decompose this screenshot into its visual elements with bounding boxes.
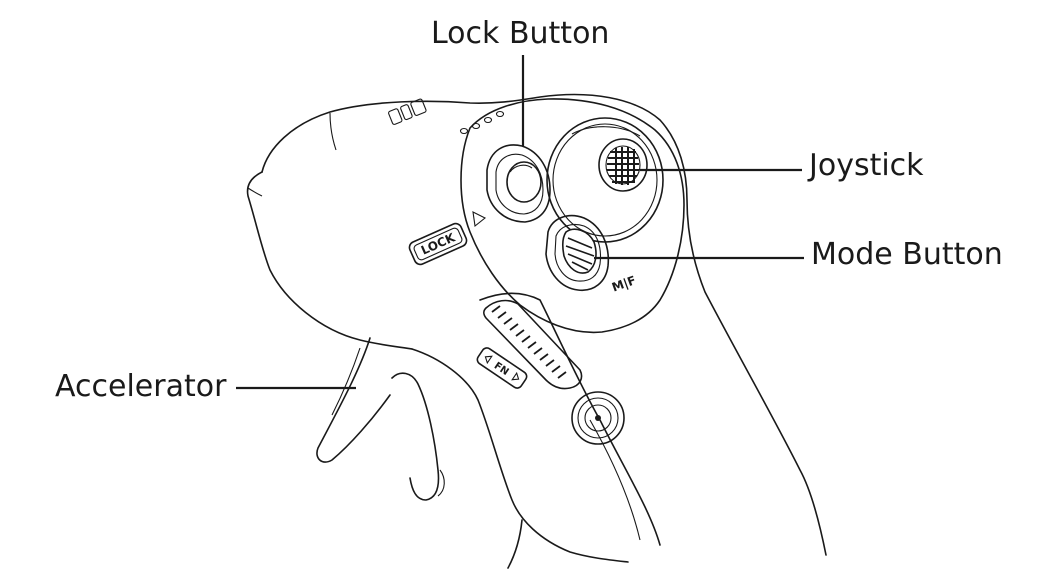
accelerator-label: Accelerator	[55, 369, 227, 404]
triangle-icon	[472, 211, 487, 228]
fn-label-plate: FN	[476, 347, 528, 389]
mode-button-label: Mode Button	[811, 237, 1003, 272]
joystick-label: Joystick	[809, 148, 924, 183]
round-button-icon	[571, 391, 625, 445]
joystick-icon	[546, 117, 664, 243]
fn-dial	[482, 299, 583, 390]
lock-label-plate: LOCK	[408, 222, 468, 266]
svg-text:FN: FN	[492, 360, 511, 378]
status-dots	[459, 110, 505, 135]
brand-logo-icon	[388, 98, 427, 125]
lock-button-icon	[486, 144, 551, 223]
accelerator-trigger	[316, 337, 445, 501]
mode-button-icon	[545, 214, 610, 291]
controller-body	[246, 93, 827, 569]
lock-button-label: Lock Button	[431, 16, 610, 51]
svg-text:LOCK: LOCK	[419, 230, 458, 258]
mode-symbol: M|F	[610, 273, 638, 295]
